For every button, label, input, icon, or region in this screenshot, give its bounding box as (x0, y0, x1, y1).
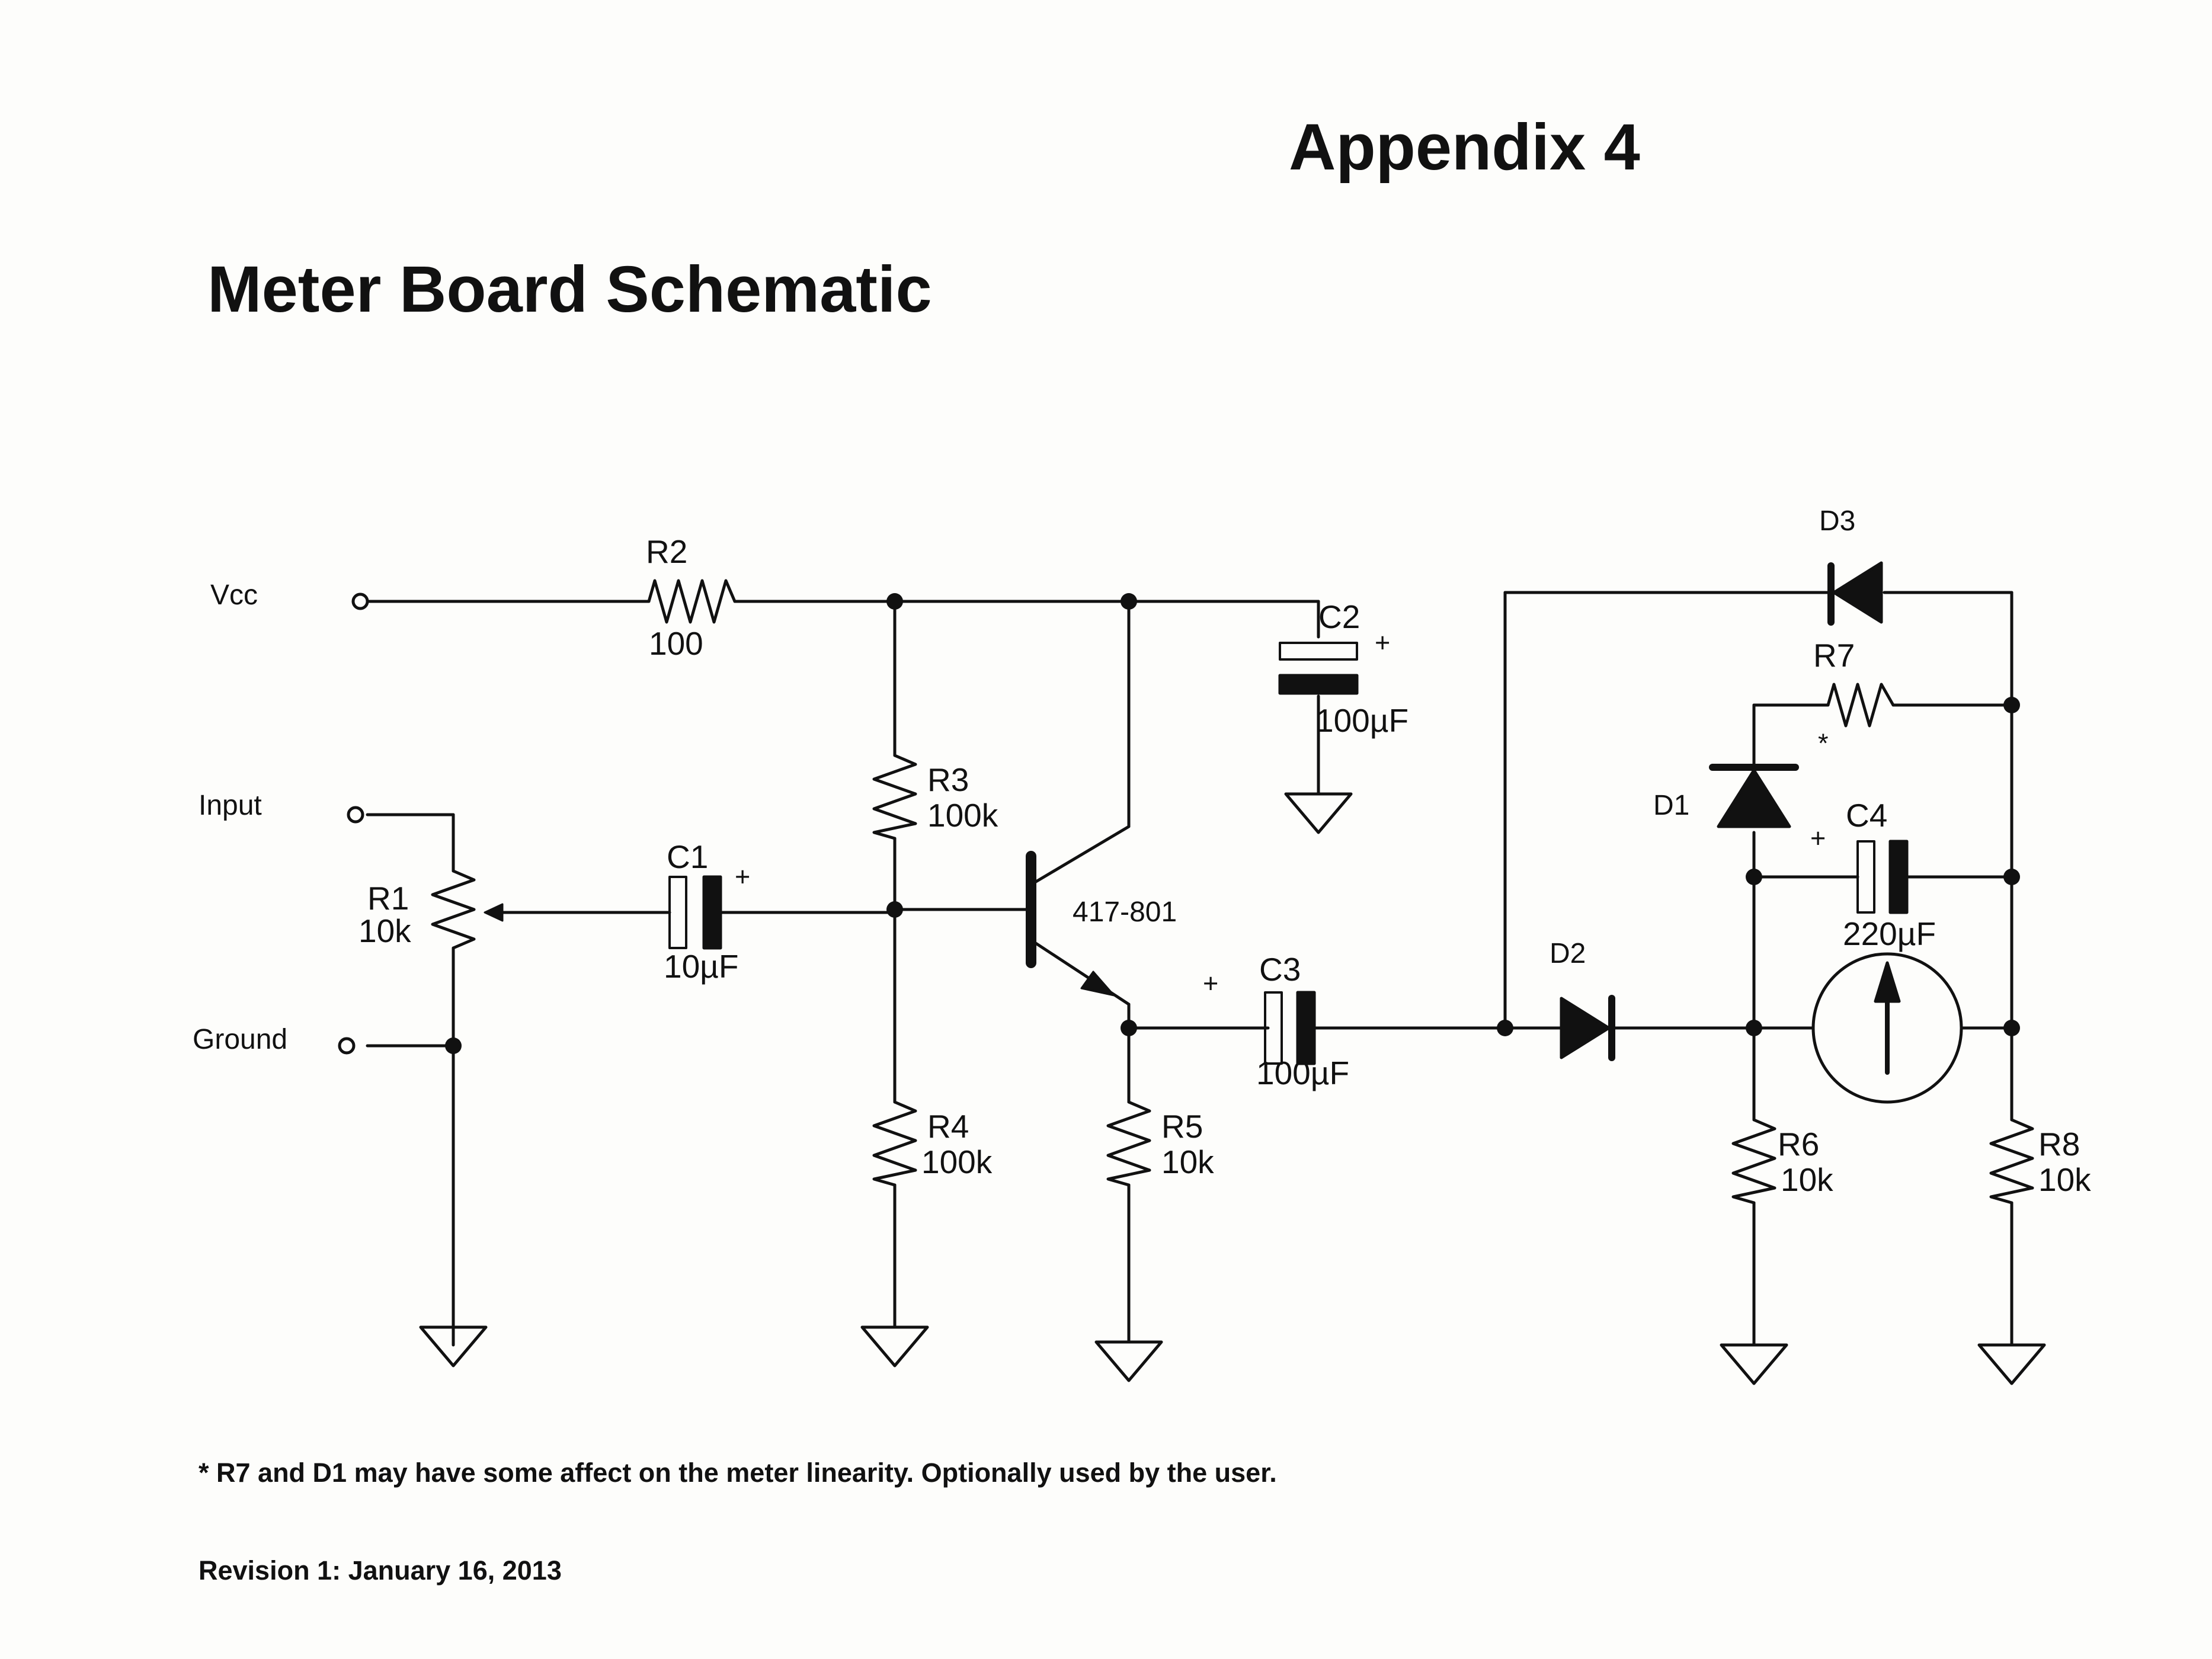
r7-resistor (1826, 683, 1895, 728)
r4-label: R4 (927, 1108, 969, 1145)
appendix-heading: Appendix 4 (1289, 111, 1640, 184)
r6-value: 10k (1781, 1161, 1833, 1198)
r3-resistor (872, 754, 917, 840)
r7-asterisk: * (1818, 728, 1829, 758)
d3-diode (1827, 561, 1883, 626)
c1-capacitor-plate-pos (668, 876, 687, 949)
c4-capacitor-plate-pos (1856, 840, 1875, 914)
input-terminal (347, 806, 364, 824)
c4-value: 220µF (1843, 915, 1936, 952)
c2-capacitor-plate-neg (1278, 674, 1359, 695)
r1-value: 10k (358, 912, 411, 949)
c3-capacitor-plate-pos (1264, 991, 1283, 1065)
r1-label: R1 (367, 880, 409, 917)
junction-dots (445, 593, 2020, 1054)
c3-value: 100µF (1256, 1055, 1349, 1091)
ground-symbol (860, 1325, 929, 1367)
d2-label: D2 (1550, 938, 1586, 969)
d3-label: D3 (1819, 505, 1855, 537)
q1-emitter-arrow (1080, 971, 1115, 997)
c1-label: C1 (667, 838, 708, 875)
input-label: Input (199, 790, 262, 821)
ground-symbol (1094, 1340, 1163, 1382)
ground-symbol (1284, 792, 1353, 834)
r8-resistor (1989, 1118, 2034, 1205)
revision-note: Revision 1: January 16, 2013 (199, 1555, 562, 1586)
c4-plus: + (1810, 823, 1826, 853)
d2-diode (1560, 995, 1615, 1061)
r4-resistor (872, 1100, 917, 1187)
r6-label: R6 (1778, 1126, 1819, 1162)
r7-label: R7 (1813, 637, 1855, 674)
r3-label: R3 (927, 761, 969, 798)
wires (366, 591, 2013, 1347)
c1-plus: + (735, 861, 750, 892)
r2-resistor (647, 579, 737, 624)
c2-value: 100µF (1315, 702, 1408, 739)
r5-resistor (1106, 1100, 1151, 1187)
ground-terminal (338, 1037, 356, 1055)
r2-label: R2 (646, 533, 687, 570)
r1-wiper-arrow (484, 903, 504, 922)
r2-value: 100 (649, 625, 703, 662)
c4-label: C4 (1846, 797, 1887, 834)
r5-value: 10k (1161, 1144, 1214, 1180)
d1-label: D1 (1653, 790, 1689, 821)
vcc-label: Vcc (210, 579, 258, 611)
ground-label: Ground (193, 1024, 287, 1055)
c1-capacitor-plate-neg (702, 875, 722, 950)
meter-gauge-icon (1811, 952, 1963, 1104)
ground-symbol (1977, 1343, 2046, 1385)
r1-potentiometer (431, 869, 476, 950)
c2-capacitor-plate-pos (1279, 642, 1358, 661)
linearity-footnote: * R7 and D1 may have some affect on the … (199, 1458, 1277, 1488)
c2-label: C2 (1318, 598, 1360, 635)
r4-value: 100k (921, 1144, 993, 1180)
r6-resistor (1731, 1118, 1776, 1205)
c3-capacitor-plate-neg (1296, 991, 1316, 1065)
c1-value: 10µF (664, 948, 738, 985)
r3-value: 100k (927, 797, 998, 834)
d1-diode (1709, 764, 1799, 828)
q1-part-number: 417-801 (1073, 896, 1177, 928)
ground-symbol (419, 1325, 488, 1367)
vcc-terminal (351, 592, 369, 610)
r5-label: R5 (1161, 1108, 1203, 1145)
r8-value: 10k (2038, 1161, 2091, 1198)
c3-plus: + (1203, 968, 1218, 998)
r8-label: R8 (2038, 1126, 2080, 1162)
c4-capacitor-plate-neg (1888, 840, 1909, 914)
c3-label: C3 (1259, 951, 1301, 988)
page-title: Meter Board Schematic (207, 253, 932, 326)
ground-symbol (1720, 1343, 1788, 1385)
c2-plus: + (1375, 627, 1390, 658)
